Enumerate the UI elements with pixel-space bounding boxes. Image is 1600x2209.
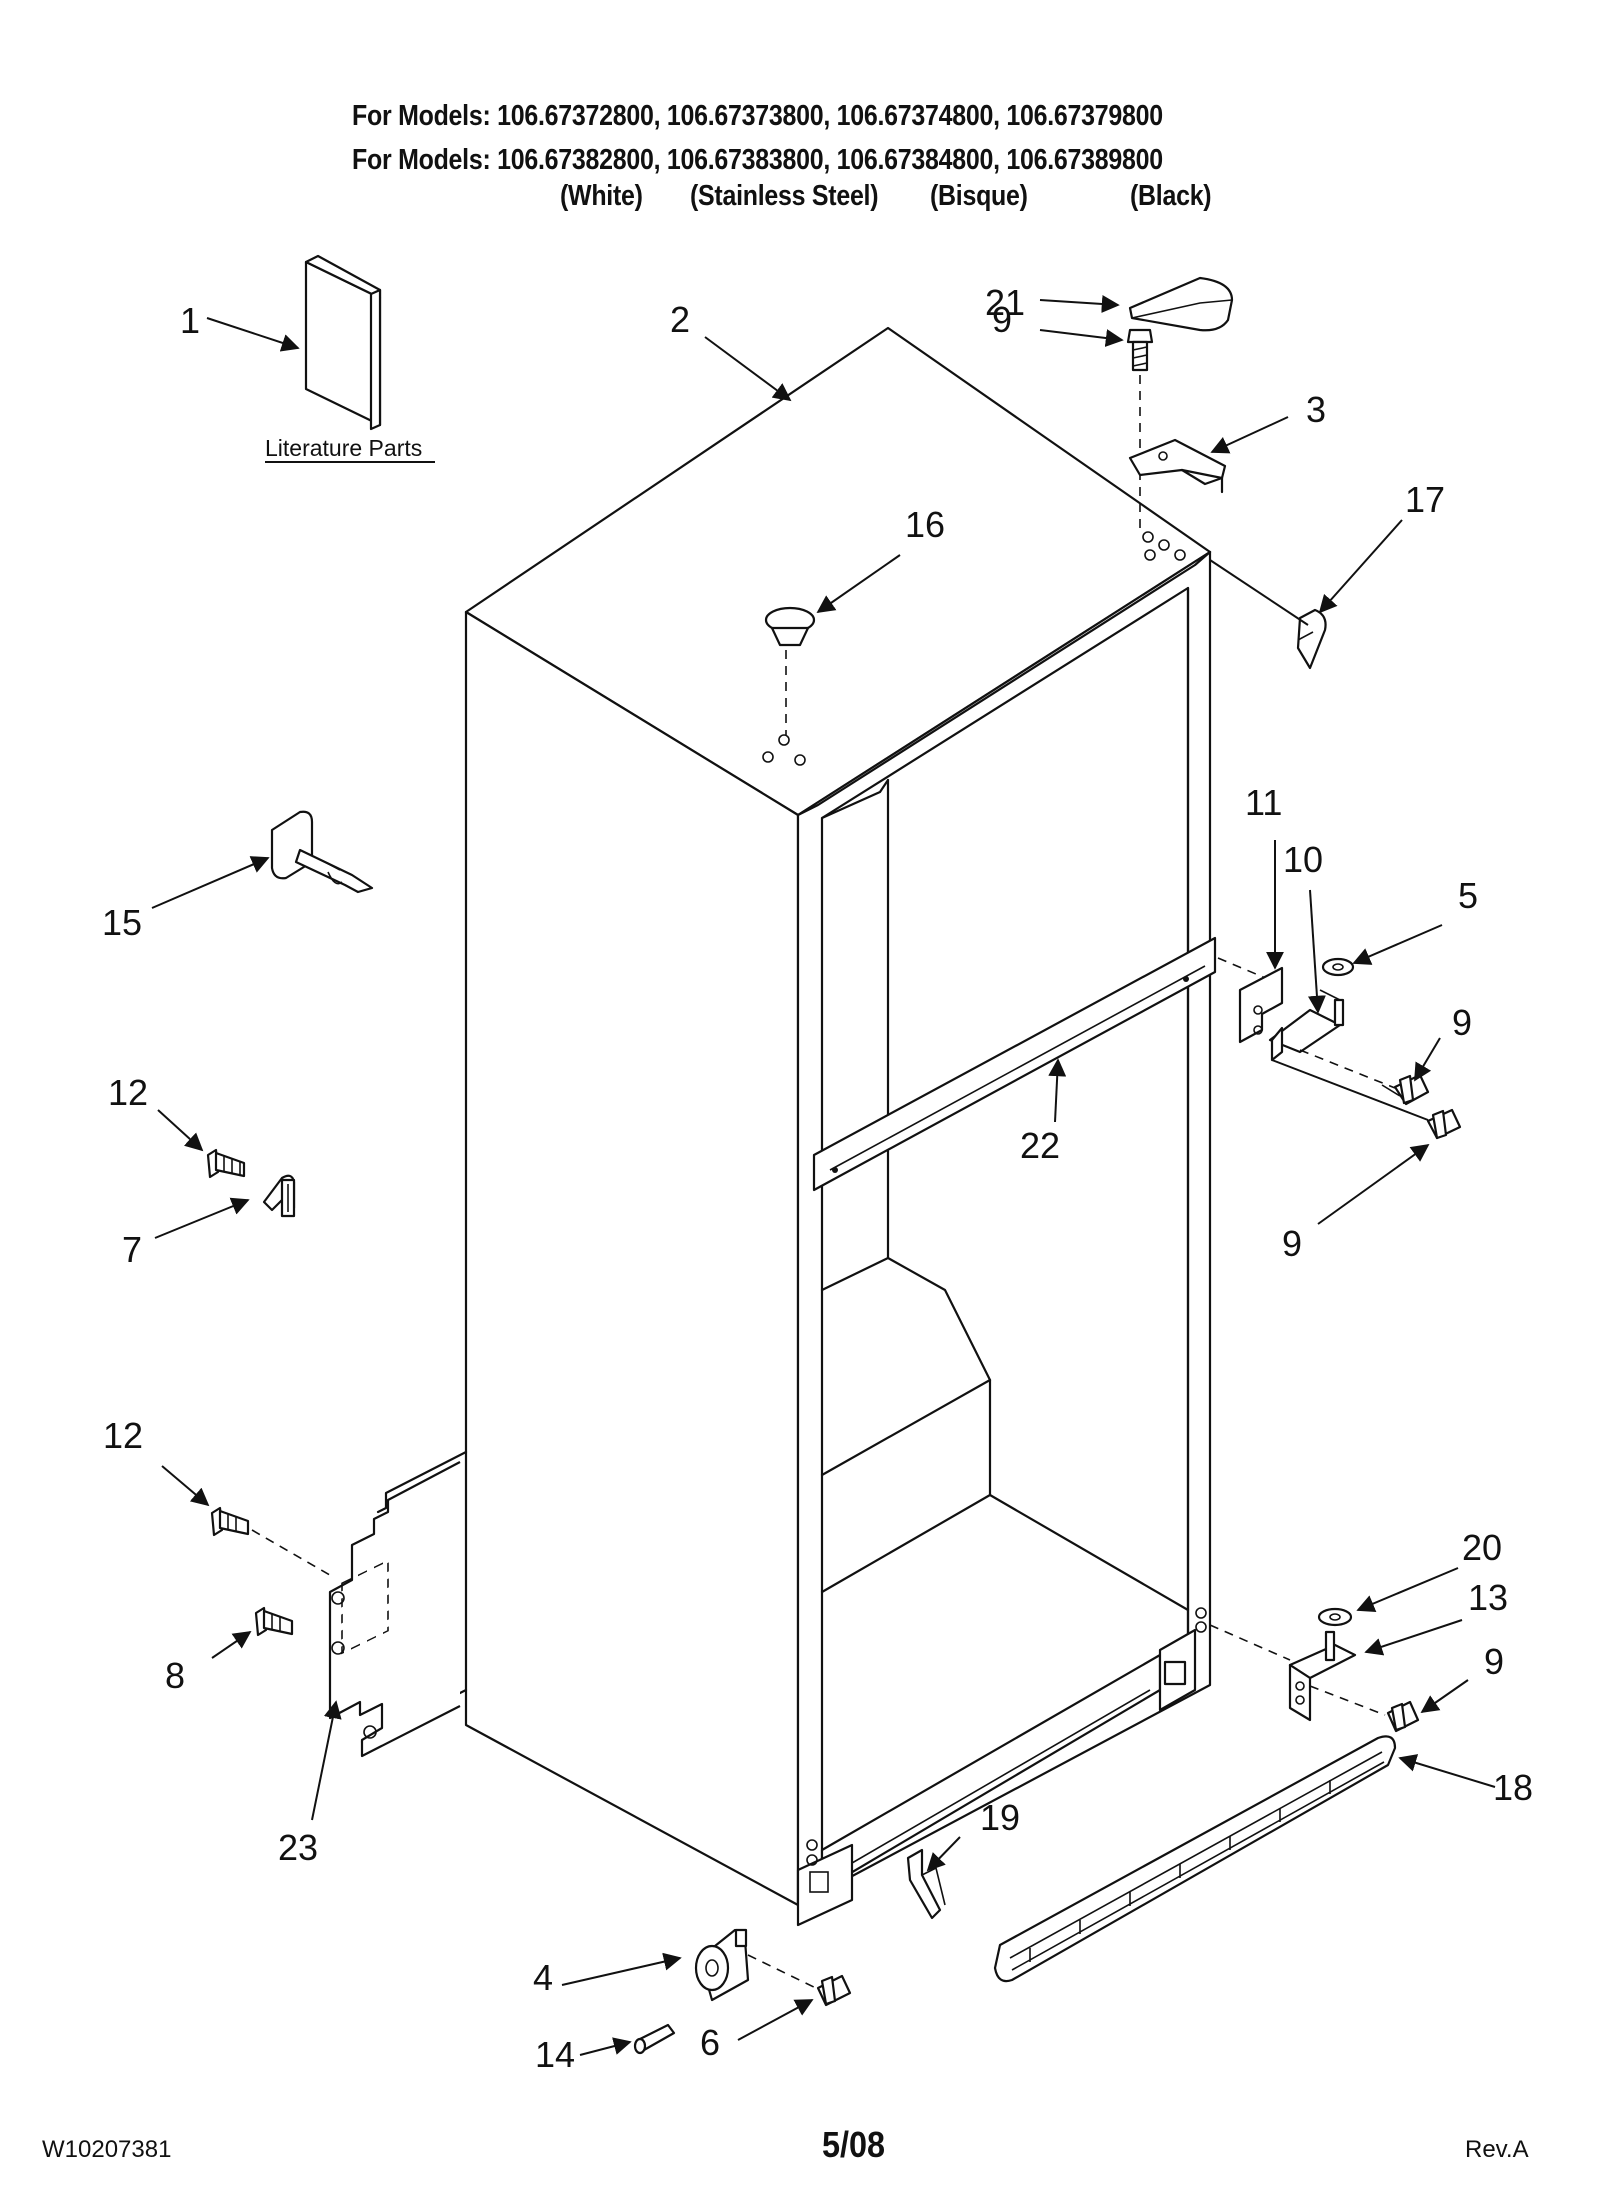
part-center-hinge-assembly xyxy=(1217,957,1429,1121)
callout-13: 13 xyxy=(1468,1577,1508,1618)
color-stainless-steel: (Stainless Steel) xyxy=(690,180,879,212)
callout-2: 2 xyxy=(670,299,690,340)
leader-arrows xyxy=(151,294,1496,2056)
callout-numbers: 1 2 3 4 5 6 7 8 9 9 9 9 10 11 12 12 13 1… xyxy=(102,282,1533,2075)
color-white: (White) xyxy=(560,180,643,212)
callout-19: 19 xyxy=(980,1797,1020,1838)
revision-label: Rev.A xyxy=(1465,2136,1529,2163)
part-hinge-cover xyxy=(1128,276,1234,332)
model-list-line-1: For Models: 106.67372800, 106.67373800, … xyxy=(352,100,1163,132)
callout-9-top: 9 xyxy=(992,299,1012,340)
callout-9-bottom: 9 xyxy=(1484,1641,1504,1682)
callout-12-lower: 12 xyxy=(103,1415,143,1456)
callout-11: 11 xyxy=(1245,782,1282,823)
part-screw-8 xyxy=(254,1606,294,1637)
leader-17-to-cabinet xyxy=(1209,559,1309,626)
part-clip xyxy=(262,1174,296,1218)
callout-17: 17 xyxy=(1405,479,1445,520)
part-screw-12-lower xyxy=(210,1506,336,1579)
callout-23: 23 xyxy=(278,1827,318,1868)
document-number: W10207381 xyxy=(42,2136,172,2163)
callout-3: 3 xyxy=(1306,389,1326,430)
color-black: (Black) xyxy=(1130,180,1212,212)
part-axle-pin-14 xyxy=(633,2023,676,2055)
model-list-line-2: For Models: 106.67382800, 106.67383800, … xyxy=(352,144,1163,176)
part-top-hinge xyxy=(1128,438,1227,494)
color-bisque: (Bisque) xyxy=(930,180,1028,212)
callout-15: 15 xyxy=(102,902,142,943)
literature-parts-label: Literature Parts xyxy=(265,435,422,461)
callout-1: 1 xyxy=(180,300,200,341)
part-bottom-hinge-assembly xyxy=(1209,1607,1420,1733)
callout-6: 6 xyxy=(700,2022,720,2063)
callout-22: 22 xyxy=(1020,1125,1060,1166)
revision-date: 5/08 xyxy=(822,2124,886,2165)
callout-14: 14 xyxy=(535,2034,575,2075)
callout-7: 7 xyxy=(122,1229,142,1270)
part-screw-12-upper xyxy=(206,1148,246,1179)
callout-18: 18 xyxy=(1493,1767,1533,1808)
part-roller-assembly xyxy=(694,1928,821,2002)
callout-16: 16 xyxy=(905,504,945,545)
part-rear-bracket xyxy=(328,1461,461,1758)
callout-10: 10 xyxy=(1283,839,1323,880)
part-screw-6 xyxy=(816,1974,852,2007)
part-screw-9-low xyxy=(1426,1108,1462,1140)
part-grille-clip xyxy=(906,1848,946,1920)
callout-12-upper: 12 xyxy=(108,1072,148,1113)
part-pin xyxy=(270,810,374,894)
callout-9-mid: 9 xyxy=(1452,1002,1472,1043)
callout-21: 21 xyxy=(985,282,1025,323)
part-literature-booklet xyxy=(304,254,382,431)
part-toe-grille xyxy=(993,1735,1397,1983)
callout-20: 20 xyxy=(1462,1527,1502,1568)
part-plug xyxy=(764,606,816,735)
callout-9-low: 9 xyxy=(1282,1223,1302,1264)
part-hinge-shim xyxy=(1296,608,1327,670)
callout-8: 8 xyxy=(165,1655,185,1696)
part-washer-20 xyxy=(1317,1607,1353,1627)
part-screw-9-mid xyxy=(1381,1073,1430,1106)
cabinet xyxy=(360,326,1217,1927)
callout-5: 5 xyxy=(1458,875,1478,916)
part-washer-5 xyxy=(1321,957,1355,977)
callout-4: 4 xyxy=(533,1957,553,1998)
